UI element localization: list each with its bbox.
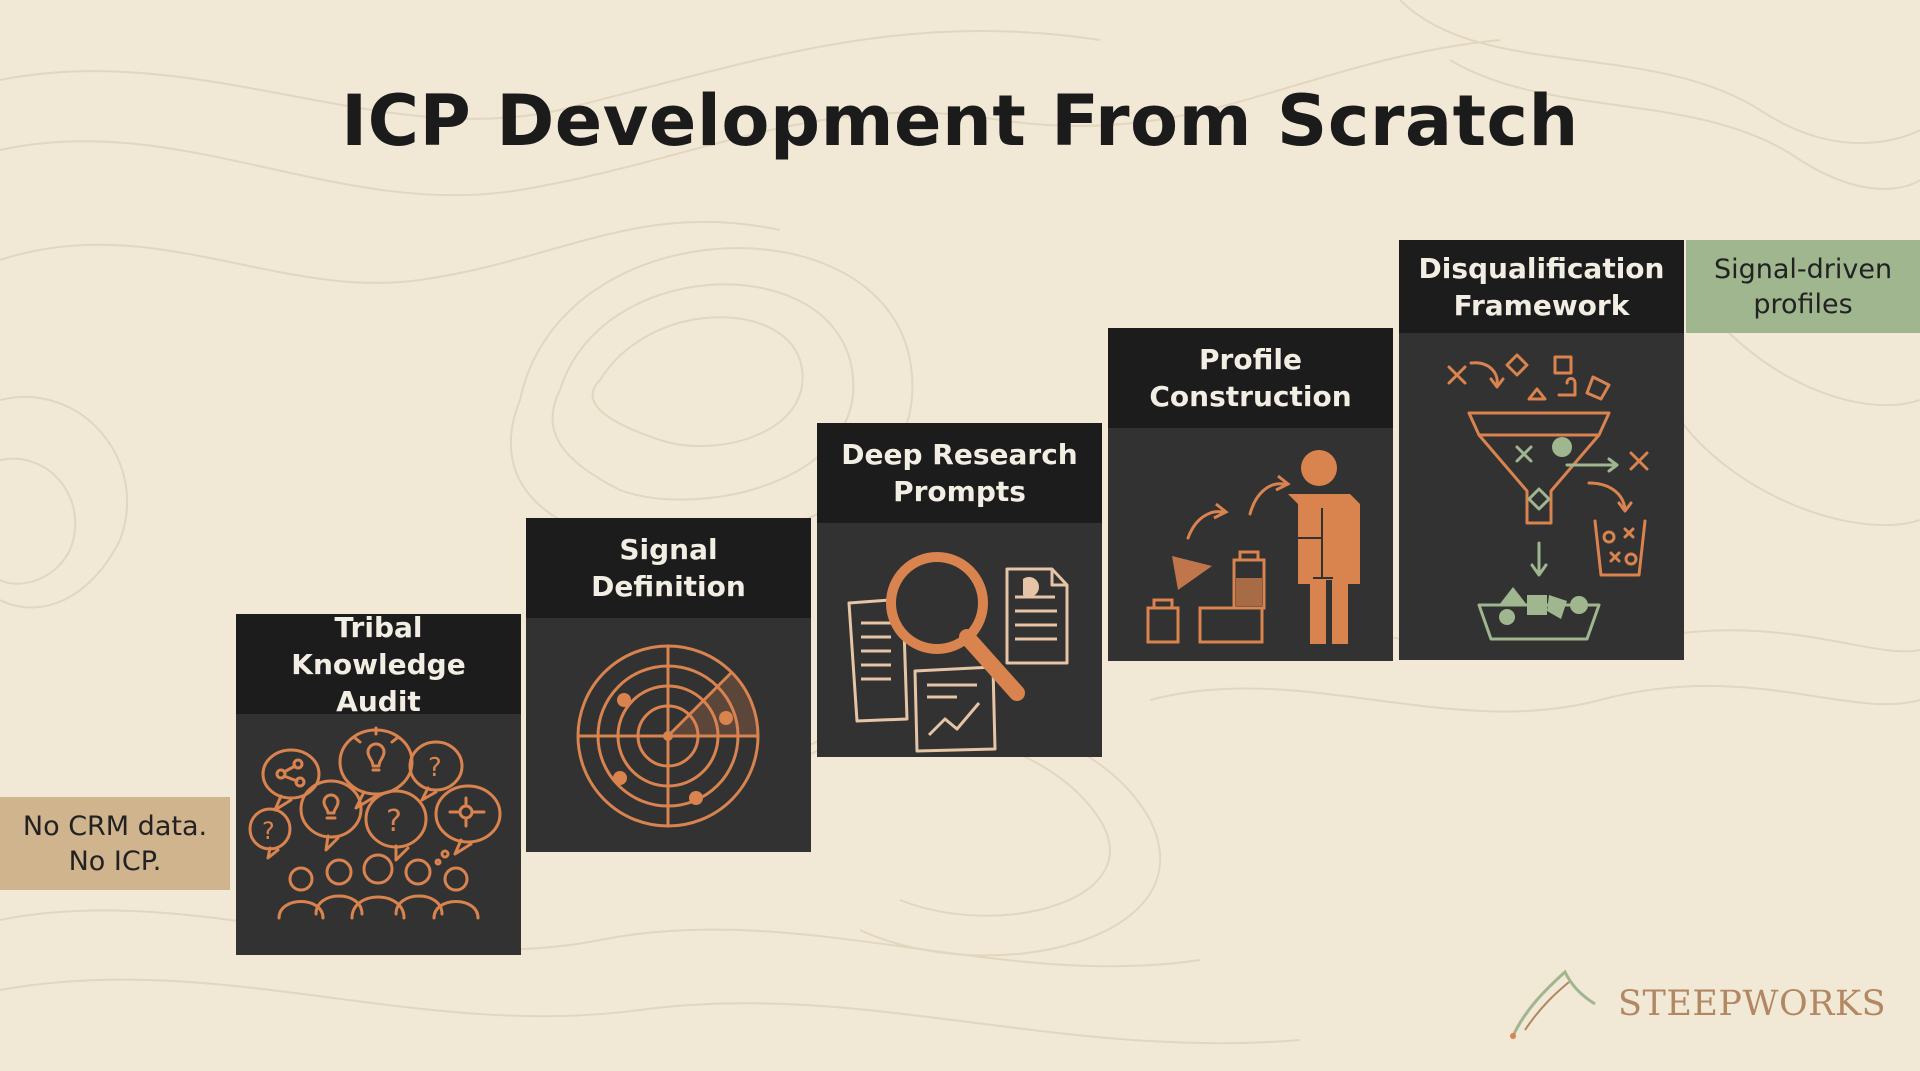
magnifying-glass-documents-icon [847, 552, 1069, 753]
steepworks-mountain-logo [1510, 969, 1596, 1039]
step-label: Disqualification Framework [1399, 240, 1684, 333]
radar-icon [576, 644, 760, 828]
start-note: No CRM data. No ICP. [0, 797, 230, 890]
page-title: ICP Development From Scratch [341, 80, 1579, 162]
svg-text:?: ? [428, 753, 442, 783]
step-signal-definition: Signal Definition [526, 518, 811, 852]
profile-blocks-icon [1146, 450, 1360, 644]
svg-text:?: ? [386, 804, 402, 839]
end-note: Signal-driven profiles [1686, 240, 1920, 333]
step-label: Tribal Knowledge Audit [236, 611, 521, 718]
start-note-text: No CRM data. No ICP. [22, 810, 208, 877]
step-label: Signal Definition [526, 518, 811, 618]
step-deep-research-prompts: Deep Research Prompts [817, 423, 1102, 757]
step-disqualification-framework: Disqualification Framework [1399, 240, 1684, 660]
logo-text: STEEPWORKS [1618, 984, 1887, 1024]
step-profile-construction: Profile Construction [1108, 328, 1393, 661]
step-tribal-knowledge-audit: Tribal Knowledge Audit ? ? ? [236, 611, 521, 955]
speech-bubbles-people-icon: ? ? ? [248, 726, 502, 920]
step-label: Profile Construction [1108, 328, 1393, 428]
svg-text:?: ? [262, 817, 275, 845]
end-note-text: Signal-driven profiles [1713, 253, 1893, 320]
step-label: Deep Research Prompts [817, 423, 1102, 523]
funnel-filter-icon [1447, 353, 1649, 641]
